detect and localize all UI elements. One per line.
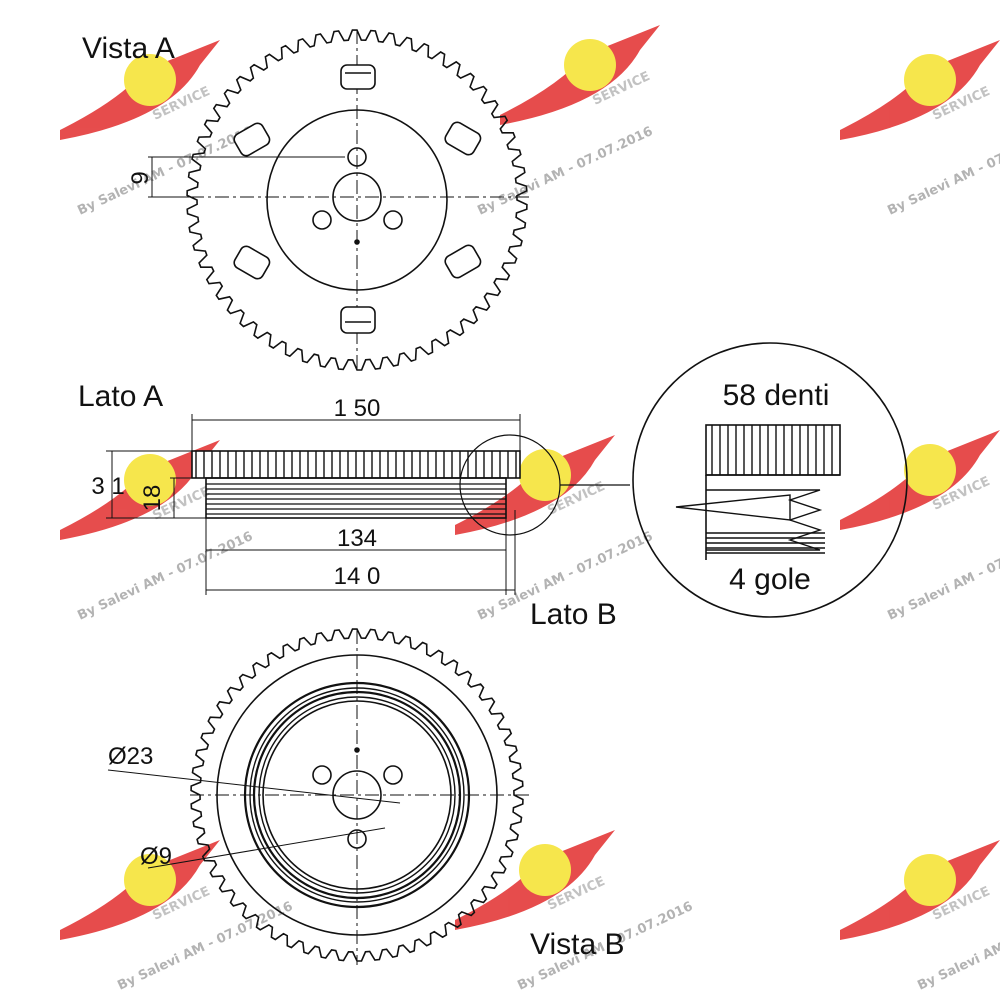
vista-b-hole-right bbox=[383, 765, 403, 785]
dim-150: 1 50 bbox=[334, 395, 381, 422]
vista-a-hole-right bbox=[383, 210, 403, 230]
vista-a-window-ur bbox=[444, 121, 482, 156]
dim-140: 14 0 bbox=[334, 563, 381, 590]
watermark-logo: SERVICE bbox=[840, 40, 1000, 140]
detail-grooves-label: 4 gole bbox=[729, 563, 811, 596]
detail-teeth-label: 58 denti bbox=[723, 379, 830, 412]
lato-a-view bbox=[106, 414, 630, 595]
lato-b-label: Lato B bbox=[530, 598, 617, 631]
dim-9-top: 9 bbox=[127, 171, 154, 184]
vista-a-window-bottom bbox=[340, 306, 376, 334]
watermark-text: By Salevi AM - 07.07.2016 bbox=[475, 124, 655, 219]
vista-a-window-ul bbox=[233, 122, 271, 157]
dim-31: 3 1 bbox=[91, 473, 124, 500]
vista-b-view bbox=[107, 628, 530, 965]
detail-grooves bbox=[675, 489, 825, 554]
detail-circle bbox=[632, 342, 908, 618]
watermark-logo: SERVICE bbox=[840, 840, 1000, 940]
watermark-layer: SERVICE SERVICE SERVICE SERVICE SERVICE SERVI… bbox=[60, 25, 1000, 994]
vista-a-gear-outline bbox=[186, 29, 528, 371]
watermark-logo: SERVICE bbox=[455, 830, 615, 930]
vista-a-window-top bbox=[340, 64, 376, 90]
lato-a-teeth bbox=[195, 451, 517, 478]
watermark-text: By Salevi AM - 07.07.2016 bbox=[885, 529, 1000, 624]
watermark-text: By Salevi AM - 07.07.2016 bbox=[75, 124, 255, 219]
detail-tooth-block bbox=[705, 424, 841, 476]
vista-a-label: Vista A bbox=[82, 32, 175, 65]
vista-b-label: Vista B bbox=[530, 928, 625, 961]
vista-a-view bbox=[148, 29, 530, 371]
detail-groove-profile bbox=[706, 489, 823, 551]
vista-a-hole-left bbox=[312, 210, 332, 230]
lato-a-label: Lato A bbox=[78, 380, 163, 413]
dim-18: 18 bbox=[139, 485, 166, 512]
detail-view bbox=[632, 342, 908, 618]
vista-a-window-lr bbox=[444, 244, 482, 279]
watermark-logo: SERVICE bbox=[500, 25, 660, 125]
vista-a-window-ll bbox=[233, 245, 271, 280]
watermark-text: By Salevi AM - 07.07.2016 bbox=[75, 529, 255, 624]
lato-a-grooves bbox=[206, 483, 506, 515]
watermark-logo: SERVICE bbox=[840, 430, 1000, 530]
watermark-text: By Salevi AM - 07.07.2016 bbox=[885, 124, 1000, 219]
leader-dia23 bbox=[107, 769, 401, 804]
dim-134: 134 bbox=[337, 525, 377, 552]
vista-b-hole-left bbox=[312, 765, 332, 785]
detail-teeth bbox=[711, 425, 833, 475]
dim-dia9: Ø9 bbox=[140, 843, 172, 870]
dim-dia23: Ø23 bbox=[108, 743, 153, 770]
leader-dia9 bbox=[147, 827, 386, 869]
watermark-logo: SERVICE bbox=[60, 440, 220, 540]
detail-groove-wedge bbox=[675, 494, 791, 521]
